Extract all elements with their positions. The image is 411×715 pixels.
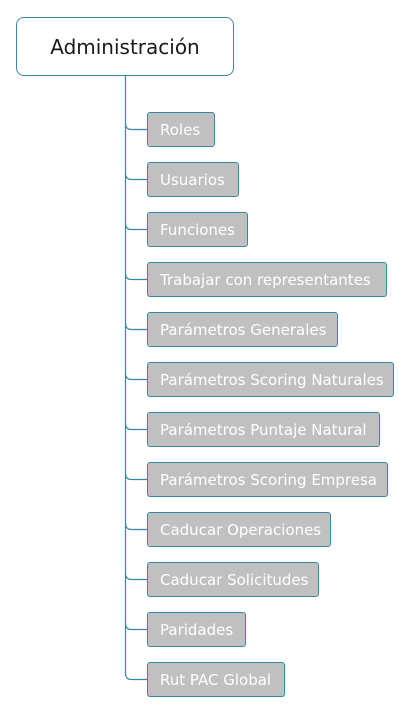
- root-node-administracion[interactable]: Administración: [16, 17, 234, 76]
- node-parametros-scoring-naturales[interactable]: Parámetros Scoring Naturales: [147, 362, 394, 397]
- node-label: Caducar Solicitudes: [160, 570, 309, 589]
- connector-branch: [124, 623, 147, 631]
- connector-branch: [124, 423, 147, 431]
- connector-branch: [124, 573, 147, 581]
- connector-branch: [124, 523, 147, 531]
- root-node-label: Administración: [50, 34, 200, 59]
- node-label: Funciones: [160, 220, 235, 239]
- connector-branch: [124, 273, 147, 281]
- node-label: Parámetros Scoring Naturales: [160, 370, 384, 389]
- node-label: Rut PAC Global: [160, 670, 272, 689]
- node-caducar-operaciones[interactable]: Caducar Operaciones: [147, 512, 331, 547]
- node-label: Parámetros Generales: [160, 320, 327, 339]
- node-label: Caducar Operaciones: [160, 520, 322, 539]
- node-caducar-solicitudes[interactable]: Caducar Solicitudes: [147, 562, 319, 597]
- node-trabajar-con-representantes[interactable]: Trabajar con representantes: [147, 262, 387, 297]
- node-parametros-scoring-empresa[interactable]: Parámetros Scoring Empresa: [147, 462, 388, 497]
- connector-branch: [124, 473, 147, 481]
- node-label: Trabajar con representantes: [160, 270, 371, 289]
- node-label: Paridades: [160, 620, 234, 639]
- node-parametros-puntaje-natural[interactable]: Parámetros Puntaje Natural: [147, 412, 380, 447]
- node-parametros-generales[interactable]: Parámetros Generales: [147, 312, 338, 347]
- node-label: Parámetros Puntaje Natural: [160, 420, 367, 439]
- node-rut-pac-global[interactable]: Rut PAC Global: [147, 662, 285, 697]
- node-label: Roles: [160, 120, 201, 139]
- connector-branch: [124, 673, 147, 681]
- node-label: Parámetros Scoring Empresa: [160, 470, 378, 489]
- node-funciones[interactable]: Funciones: [147, 212, 248, 247]
- node-usuarios[interactable]: Usuarios: [147, 162, 239, 197]
- connector-branch: [124, 173, 147, 181]
- node-paridades[interactable]: Paridades: [147, 612, 246, 647]
- node-label: Usuarios: [160, 170, 225, 189]
- connector-branch: [124, 323, 147, 331]
- connector-branch: [124, 123, 147, 131]
- connector-branch: [124, 223, 147, 231]
- node-roles[interactable]: Roles: [147, 112, 215, 147]
- connector-branch: [124, 373, 147, 381]
